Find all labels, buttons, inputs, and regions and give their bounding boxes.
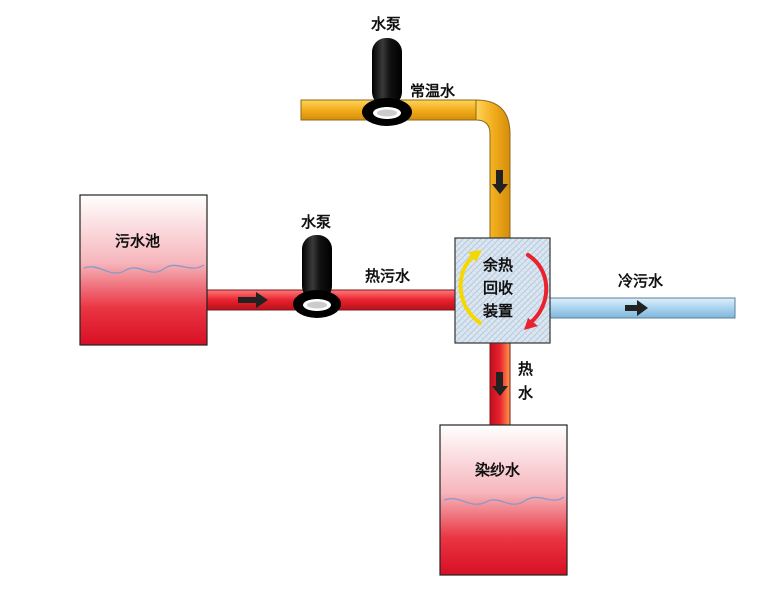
hot-water-label-1: 热 [518, 360, 533, 378]
arrow-down-orange-icon [492, 170, 508, 194]
hot-water-label-2: 水 [518, 384, 534, 402]
sewage-pool-label: 污水池 [115, 232, 160, 250]
heat-recovery-device [454, 237, 551, 344]
dyeing-water-label: 染纱水 [474, 461, 521, 479]
device-label-line3: 装置 [482, 302, 513, 320]
pump-mid-icon [293, 235, 341, 318]
device-label-line1: 余热 [482, 256, 513, 274]
device-label-line2: 回收 [483, 279, 513, 297]
normal-water-label: 常温水 [410, 82, 456, 100]
arrow-down-hot-icon [492, 372, 508, 396]
hot-sewage-label: 热污水 [365, 267, 411, 285]
pump-mid-label: 水泵 [301, 213, 331, 231]
cold-sewage-label: 冷污水 [618, 272, 664, 290]
arrow-right-hot-icon [238, 292, 268, 308]
pump-top-icon [362, 38, 412, 126]
sewage-pool-tank [79, 194, 208, 346]
arrow-right-cold-icon [625, 300, 648, 316]
dyeing-water-tank [439, 424, 568, 576]
pump-top-label: 水泵 [371, 15, 401, 33]
